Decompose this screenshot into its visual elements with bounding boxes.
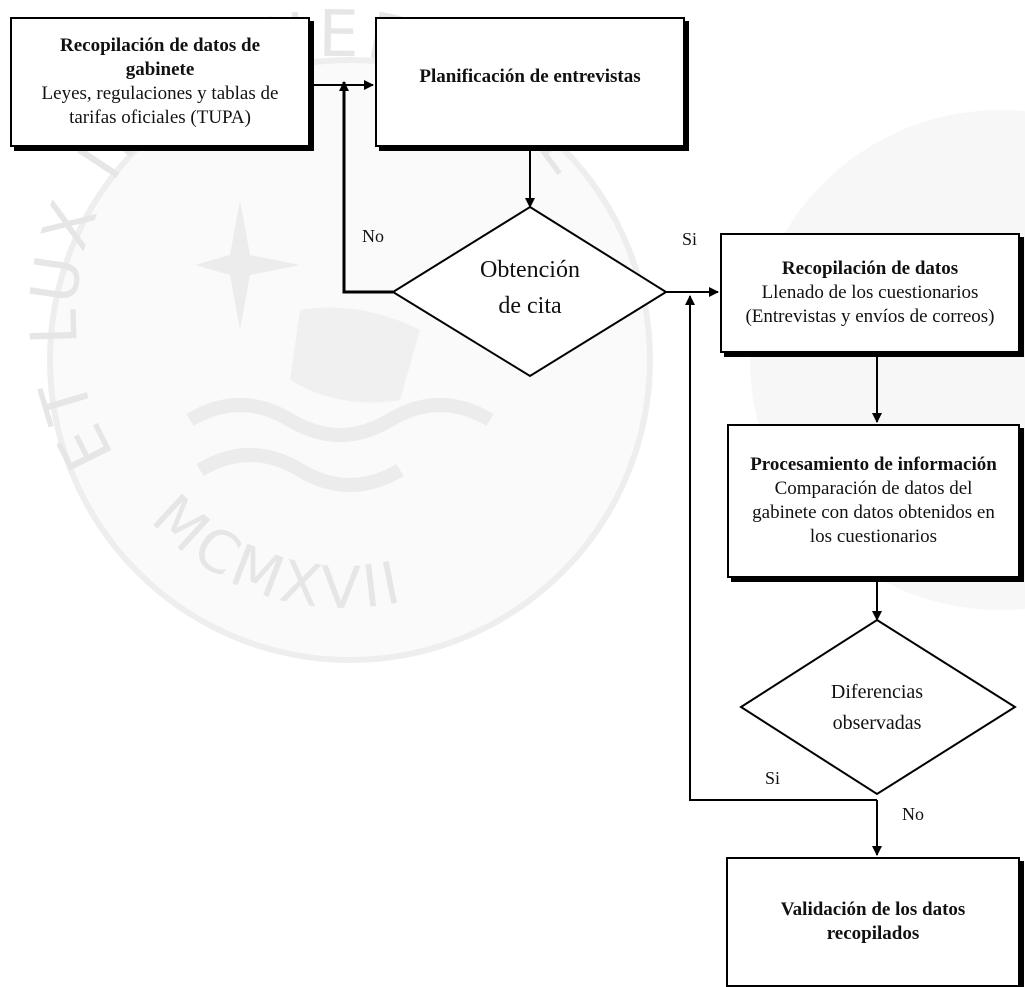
gabinete-subtitle: Leyes, regulaciones y tablas de tarifas …: [41, 83, 279, 128]
cita-line2: de cita: [498, 293, 562, 319]
box-gabinete: Recopilación de datos de gabinete Leyes,…: [10, 17, 310, 147]
box-recopilacion: Recopilación de datos Llenado de los cue…: [720, 233, 1020, 353]
star-icon: [195, 200, 300, 330]
recopilacion-title: Recopilación de datos: [781, 258, 959, 279]
cita-line1: Obtención: [480, 257, 580, 283]
diferencias-line2: observadas: [832, 712, 922, 734]
label-si-diferencias: Si: [765, 768, 781, 788]
box-planificacion: Planificación de entrevistas: [375, 17, 685, 147]
decision-diferencias: [739, 618, 1017, 796]
wave-icon: [196, 448, 404, 492]
ship-icon: [290, 307, 420, 403]
box-validacion: Validación de los datos recopilados: [726, 857, 1020, 987]
planificacion-title: Planificación de entrevistas: [419, 66, 641, 87]
label-si-cita: Si: [682, 229, 698, 249]
validacion-title: Validación de los datos recopilados: [780, 899, 966, 944]
decision-cita: [391, 205, 668, 378]
procesamiento-title: Procesamiento de información: [750, 454, 997, 475]
gabinete-title: Recopilación de datos de gabinete: [59, 35, 261, 80]
arrow-diferencias-si-loop: [685, 295, 877, 801]
diferencias-text: Diferencias observadas: [797, 677, 957, 739]
recopilacion-line1: Llenado de los cuestionarios: [761, 282, 979, 303]
label-no-diferencias: No: [902, 804, 924, 824]
cita-text: Obtención de cita: [430, 252, 630, 324]
arrow-cita-no-loop: [339, 81, 393, 294]
wave-icon: [186, 398, 494, 442]
label-no-cita: No: [362, 226, 384, 246]
recopilacion-line2: (Entrevistas y envíos de correos): [745, 306, 995, 327]
procesamiento-subtitle: Comparación de datos del gabinete con da…: [752, 478, 995, 547]
diferencias-line1: Diferencias: [830, 681, 924, 703]
box-procesamiento: Procesamiento de información Comparación…: [727, 424, 1020, 578]
